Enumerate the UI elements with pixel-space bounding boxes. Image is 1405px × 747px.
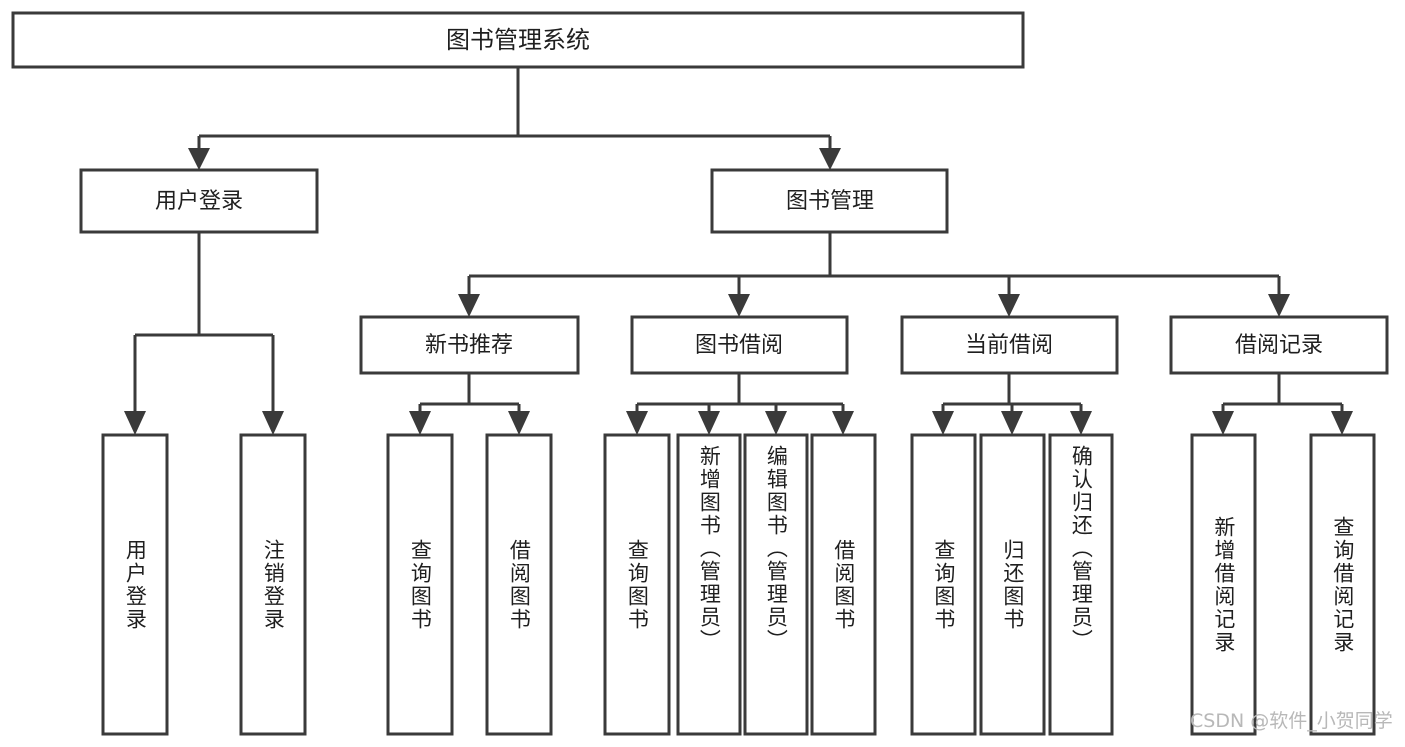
node-leaf-logout-login-box[interactable] xyxy=(239,433,307,736)
node-borrow-record-box[interactable] xyxy=(1169,315,1389,375)
arrow-head-leaf-return-book xyxy=(1001,411,1023,435)
node-leaf-borrow-book-box[interactable] xyxy=(810,433,877,736)
csdn-watermark: CSDN @软件_小贺同学 xyxy=(1190,710,1393,732)
arrow-head-leaf-confirm-return-admin xyxy=(1070,411,1092,435)
arrow-head-leaf-add-book-admin xyxy=(698,411,720,435)
node-leaf-query-borrow-record-box[interactable] xyxy=(1309,433,1376,736)
arrow-head-leaf-borrow-book xyxy=(832,411,854,435)
node-leaf-add-book-admin-box[interactable] xyxy=(676,433,742,736)
node-book-management-label: 图书管理 xyxy=(786,189,874,214)
node-user-login[interactable]: 用户登录 xyxy=(79,168,319,234)
node-book-management-system[interactable]: 图书管理系统 xyxy=(11,11,1025,69)
node-leaf-query-book-rec-box[interactable] xyxy=(386,433,454,736)
node-current-borrow-box[interactable] xyxy=(900,315,1119,375)
node-user-login-box[interactable] xyxy=(79,168,319,234)
arrow-head-user-login xyxy=(188,148,210,170)
arrow-head-leaf-query-borrow-record xyxy=(1331,411,1353,435)
node-current-borrow[interactable]: 当前借阅 xyxy=(900,315,1119,375)
arrow-head-leaf-user-login xyxy=(124,411,146,435)
arrow-head-leaf-borrow-book-rec xyxy=(508,411,530,435)
arrow-head-leaf-query-book-borrow xyxy=(626,411,648,435)
arrow-head-leaf-logout-login xyxy=(262,411,284,435)
node-book-management-box[interactable] xyxy=(710,168,949,234)
node-new-book-recommend-box[interactable] xyxy=(359,315,580,375)
node-new-book-recommend-label: 新书推荐 xyxy=(425,333,513,358)
node-borrow-record-label: 借阅记录 xyxy=(1235,333,1323,358)
node-user-login-label: 用户登录 xyxy=(155,189,243,214)
node-leaf-query-book-borrow-box[interactable] xyxy=(603,433,671,736)
arrow-head-book-mgmt xyxy=(819,148,841,170)
arrow-head-borrow-record xyxy=(1268,294,1290,317)
node-leaf-add-borrow-record-box[interactable] xyxy=(1190,433,1257,736)
arrow-head-book-borrow xyxy=(728,294,750,317)
node-book-management-system-label: 图书管理系统 xyxy=(446,26,590,54)
node-book-borrow[interactable]: 图书借阅 xyxy=(630,315,849,375)
arrow-head-new-book-recommend xyxy=(458,294,480,317)
arrow-head-current-borrow xyxy=(998,294,1020,317)
arrow-head-leaf-query-book-current xyxy=(932,411,954,435)
node-layer: 图书管理系统 用户登录 图书管理 新书推荐 图书借阅 当前 xyxy=(11,11,1389,736)
arrow-head-leaf-query-book-rec xyxy=(409,411,431,435)
node-book-borrow-box[interactable] xyxy=(630,315,849,375)
node-book-borrow-label: 图书借阅 xyxy=(695,333,783,358)
node-leaf-user-login-box[interactable] xyxy=(101,433,169,736)
node-leaf-edit-book-admin-box[interactable] xyxy=(743,433,809,736)
node-leaf-borrow-book-rec-box[interactable] xyxy=(485,433,553,736)
node-book-management-system-box[interactable] xyxy=(11,11,1025,69)
node-leaf-confirm-return-admin-box[interactable] xyxy=(1048,433,1114,736)
node-borrow-record[interactable]: 借阅记录 xyxy=(1169,315,1389,375)
arrow-head-leaf-edit-book-admin xyxy=(765,411,787,435)
node-current-borrow-label: 当前借阅 xyxy=(965,333,1053,358)
node-leaf-return-book-box[interactable] xyxy=(979,433,1046,736)
arrow-head-leaf-add-borrow-record xyxy=(1212,411,1234,435)
node-leaf-query-book-current-box[interactable] xyxy=(910,433,977,736)
node-new-book-recommend[interactable]: 新书推荐 xyxy=(359,315,580,375)
node-book-management[interactable]: 图书管理 xyxy=(710,168,949,234)
connector-layer xyxy=(124,67,1353,435)
